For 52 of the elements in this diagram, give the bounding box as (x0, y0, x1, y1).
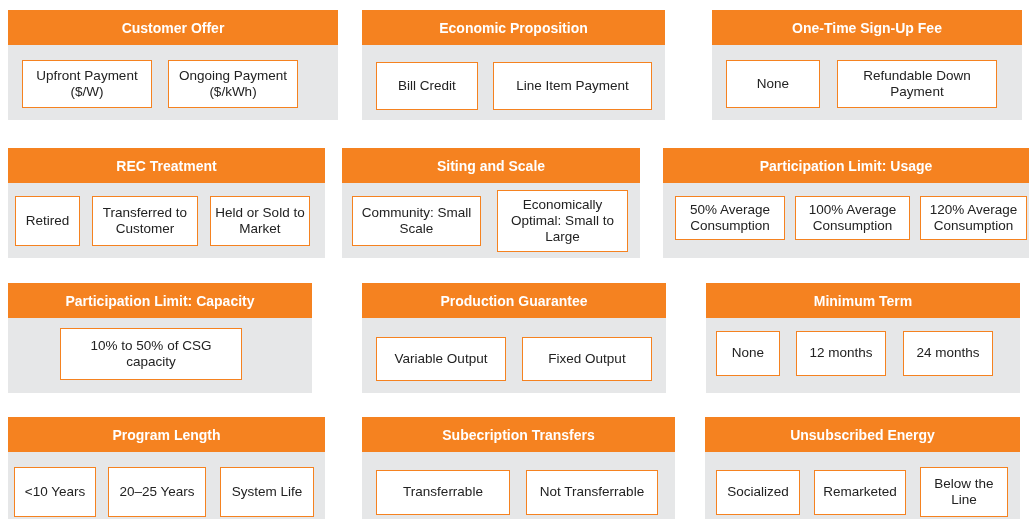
option-panel (705, 417, 1020, 519)
option-box: Refundable Down Payment (837, 60, 997, 108)
option-box: Held or Sold to Market (210, 196, 310, 246)
option-box: None (716, 331, 780, 376)
panel-header: Siting and Scale (342, 148, 640, 183)
option-box: 12 months (796, 331, 886, 376)
option-box: Not Transferrable (526, 470, 658, 515)
option-box: Remarketed (814, 470, 906, 515)
option-box: 100% Average Consumption (795, 196, 910, 240)
panel-header: Subecription Transfers (362, 417, 675, 452)
option-box: <10 Years (14, 467, 96, 517)
panel-header: REC Treatment (8, 148, 325, 183)
option-panel (706, 283, 1020, 393)
option-box: 10% to 50% of CSG capacity (60, 328, 242, 380)
option-box: Transferred to Customer (92, 196, 198, 246)
panel-header: Production Guarantee (362, 283, 666, 318)
option-box: Upfront Payment ($/W) (22, 60, 152, 108)
option-panel (362, 283, 666, 393)
option-panel (8, 10, 338, 120)
option-panel (712, 10, 1022, 120)
panel-header: Customer Offer (8, 10, 338, 45)
option-box: 24 months (903, 331, 993, 376)
option-box: Retired (15, 196, 80, 246)
option-box: Transferrable (376, 470, 510, 515)
option-panel (8, 417, 325, 519)
option-box: 50% Average Consumption (675, 196, 785, 240)
panel-header: Participation Limit: Usage (663, 148, 1029, 183)
panel-header: Unsubscribed Energy (705, 417, 1020, 452)
option-box: 120% Average Consumption (920, 196, 1027, 240)
option-panel (362, 417, 675, 519)
panel-header: Economic Proposition (362, 10, 665, 45)
option-box: None (726, 60, 820, 108)
option-panel (362, 10, 665, 120)
option-box: Below the Line (920, 467, 1008, 517)
option-box: Economically Optimal: Small to Large (497, 190, 628, 252)
option-box: Community: Small Scale (352, 196, 481, 246)
option-box: System Life (220, 467, 314, 517)
panel-header: Minimum Term (706, 283, 1020, 318)
option-panel (8, 283, 312, 393)
option-box: Variable Output (376, 337, 506, 381)
option-box: Fixed Output (522, 337, 652, 381)
option-panel (663, 148, 1029, 258)
option-panel (8, 148, 325, 258)
option-box: Line Item Payment (493, 62, 652, 110)
option-box: 20–25 Years (108, 467, 206, 517)
panel-header: One-Time Sign-Up Fee (712, 10, 1022, 45)
option-box: Socialized (716, 470, 800, 515)
option-panel (342, 148, 640, 258)
panel-header: Program Length (8, 417, 325, 452)
panel-header: Participation Limit: Capacity (8, 283, 312, 318)
option-box: Ongoing Payment ($/kWh) (168, 60, 298, 108)
option-box: Bill Credit (376, 62, 478, 110)
